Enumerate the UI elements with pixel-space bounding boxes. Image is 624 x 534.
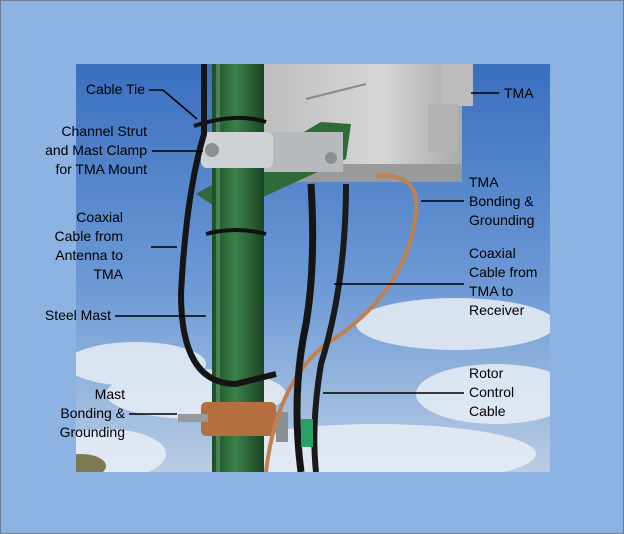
mast-bonding-line-2: Bonding & <box>60 405 125 421</box>
tma-bonding-line-3: Grounding <box>469 212 535 228</box>
coax-receiver-line-1: Coaxial <box>469 245 516 261</box>
steel-mast-text: Steel Mast <box>44 307 111 323</box>
coax-antenna-line-2: Cable from <box>54 228 123 244</box>
coax-antenna-line-1: Coaxial <box>76 209 123 225</box>
coax-receiver-line-2: Cable from <box>469 264 538 280</box>
label-steel-mast: Steel Mast <box>19 306 111 325</box>
tma-bonding-line-1: TMA <box>469 174 499 190</box>
coax-tma-to-receiver <box>293 183 317 472</box>
channel-strut-line-1: Channel Strut <box>61 123 147 139</box>
channel-strut-line-3: for TMA Mount <box>55 161 147 177</box>
coax-antenna-line-3: Antenna to <box>55 247 123 263</box>
label-tma: TMA <box>504 84 564 103</box>
rotor-control-cable <box>311 183 349 472</box>
coax-receiver-line-4: Receiver <box>469 302 525 318</box>
antenna-installation-photo <box>76 64 550 472</box>
coax-receiver-line-3: TMA to <box>469 283 514 299</box>
label-coax-receiver: Coaxial Cable from TMA to Receiver <box>469 244 569 320</box>
label-coax-antenna: Coaxial Cable from Antenna to TMA <box>31 208 123 284</box>
tma-bonding-line-2: Bonding & <box>469 193 534 209</box>
tma-text: TMA <box>504 85 534 101</box>
cable-tie-text: Cable Tie <box>85 81 145 97</box>
copper-clamp <box>178 402 288 442</box>
channel-strut-line-2: and Mast Clamp <box>45 142 147 158</box>
label-tma-bonding: TMA Bonding & Grounding <box>469 173 569 230</box>
tree <box>76 454 106 472</box>
rotor-cable-line-1: Rotor <box>469 365 504 381</box>
label-rotor-cable: Rotor Control Cable <box>469 364 549 421</box>
label-mast-bonding: Mast Bonding & Grounding <box>31 385 125 442</box>
mast-bonding-line-3: Grounding <box>59 424 125 440</box>
mast-bonding-line-1: Mast <box>94 386 125 402</box>
coax-antenna-to-tma <box>177 64 277 388</box>
label-cable-tie: Cable Tie <box>59 80 145 99</box>
coax-antenna-line-4: TMA <box>93 266 123 282</box>
mast-clamp <box>201 132 273 168</box>
rotor-cable-line-3: Cable <box>469 403 506 419</box>
label-channel-strut: Channel Strut and Mast Clamp for TMA Mou… <box>31 122 147 179</box>
rotor-cable-line-2: Control <box>469 384 515 400</box>
tma-ground-wire <box>264 173 419 472</box>
